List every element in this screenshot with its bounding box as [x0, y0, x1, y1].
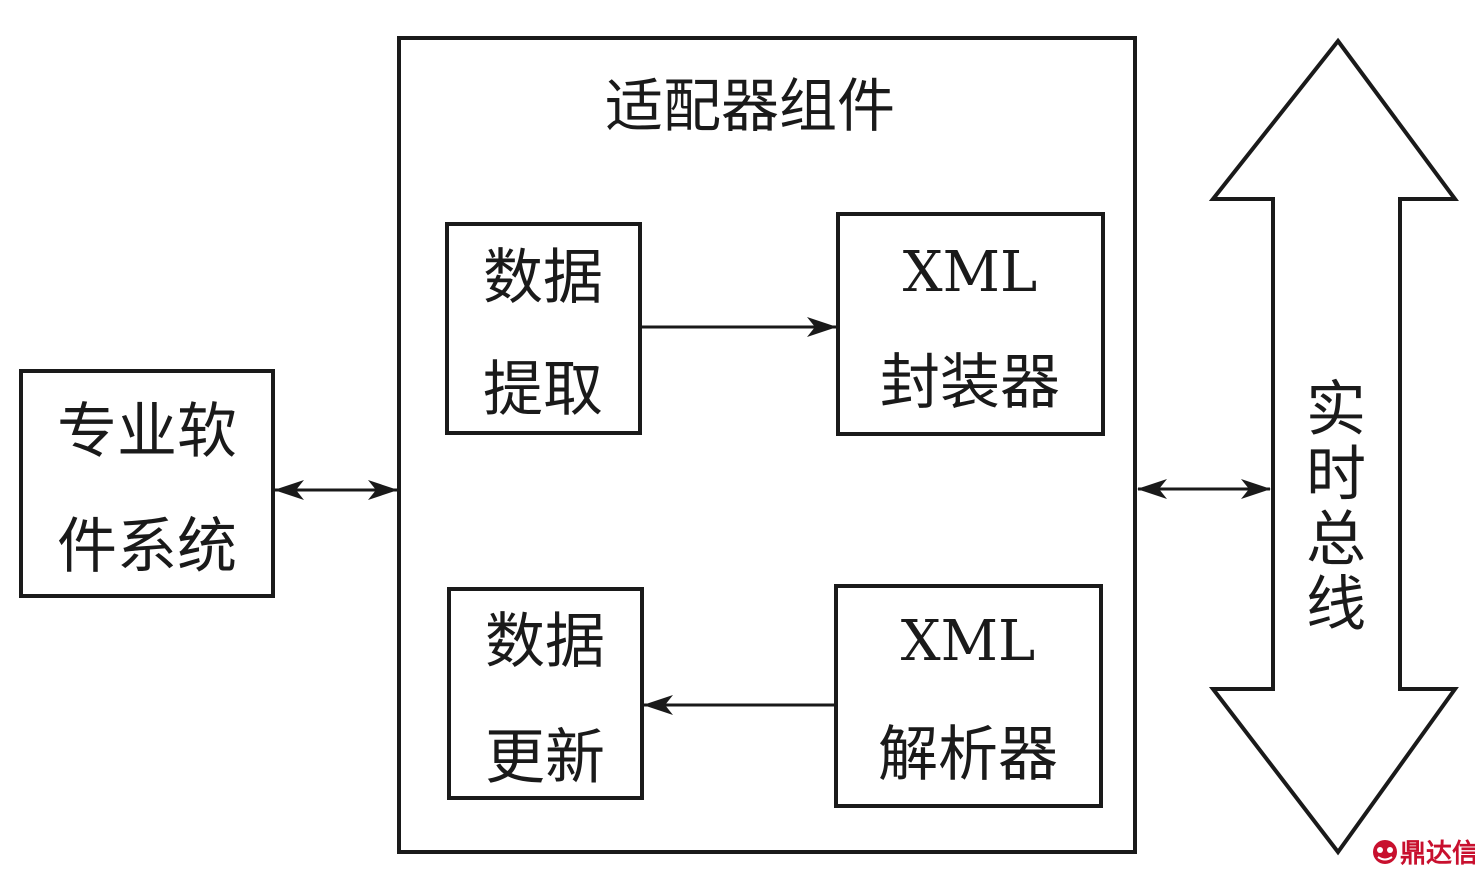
adapter-component-title: 适配器组件: [605, 72, 895, 140]
data-extract-box: [445, 222, 642, 435]
watermark: 鼎达信: [1373, 839, 1475, 869]
xml-encapsulator-label-line2: 封装器: [880, 348, 1060, 418]
data-update-box: [447, 587, 644, 800]
realtime-bus-label-char-1: 实: [1306, 375, 1366, 445]
xml-parser-box: [834, 584, 1103, 808]
professional-software-label-line2: 件系统: [57, 512, 237, 582]
watermark-text: 鼎达信: [1400, 839, 1475, 869]
xml-encapsulator-label-line1: XML: [903, 240, 1037, 305]
professional-software-box: [19, 369, 275, 598]
xml-parser-label-line1: XML: [901, 609, 1035, 674]
professional-software-node: 专业软 件系统: [19, 369, 275, 598]
data-update-label-line1: 数据: [485, 607, 605, 677]
xml-parser-node: XML 解析器: [834, 584, 1103, 808]
xml-parser-label-line2: 解析器: [878, 720, 1058, 790]
data-extract-label-line2: 提取: [483, 355, 603, 425]
logo-icon: [1373, 840, 1397, 864]
adapter-component: 适配器组件 数据 提取 XML 封装器 数据 更新 XML 解析器: [397, 36, 1137, 854]
data-extract-label-line1: 数据: [483, 243, 603, 313]
data-update-label-line2: 更新: [485, 723, 605, 793]
xml-encapsulator-node: XML 封装器: [836, 212, 1105, 436]
data-extract-node: 数据 提取: [445, 222, 642, 435]
xml-encapsulator-box: [836, 212, 1105, 436]
data-update-node: 数据 更新: [447, 587, 644, 800]
realtime-bus-arrow-shape: [1208, 37, 1459, 856]
realtime-bus-label-char-3: 总: [1306, 505, 1366, 575]
realtime-bus-label-char-4: 线: [1306, 570, 1366, 640]
realtime-bus-label-char-2: 时: [1306, 440, 1366, 510]
professional-software-label-line1: 专业软: [57, 397, 237, 467]
realtime-bus-node: 实 时 总 线: [1208, 37, 1459, 856]
